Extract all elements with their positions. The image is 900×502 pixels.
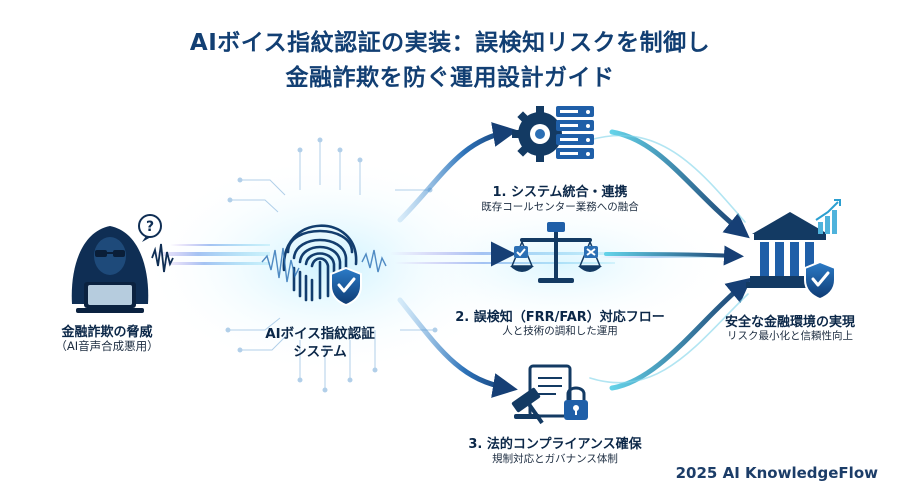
growth-chart-icon [815,199,841,234]
page-title-line1: AIボイス指紋認証の実装：誤検知リスクを制御し [189,30,711,56]
step-2-label: 2. 誤検知（FRR/FAR）対応フロー [455,310,665,325]
threat-label: 金融詐欺の脅威 [61,325,153,340]
hacker-icon: ? [71,214,174,313]
circuit-traces [225,137,438,393]
background-glow [140,155,740,375]
fingerprint-shield-icon [261,224,387,307]
step-3-sublabel: 規制対応とガバナンス体制 [492,453,618,465]
result-sublabel: リスク最小化と信頼性向上 [727,330,853,342]
center-label-line2: システム [293,344,347,360]
step-1-sublabel: 既存コールセンター業務への融合 [481,201,639,213]
step-2-sublabel: 人と技術の調和した運用 [502,325,618,337]
center-label-line1: AIボイス指紋認証 [265,326,375,342]
svg-text:?: ? [146,219,154,235]
step-1-label: 1. システム統合・連携 [492,185,628,200]
page-title-line2: 金融詐欺を防ぐ運用設計ガイド [285,65,615,91]
balance-scale-icon [510,222,602,283]
bank-shield-icon [746,199,841,301]
gavel-lock-icon [511,364,588,425]
credit-text: 2025 AI KnowledgeFlow [675,464,878,482]
sound-wave-icon [151,243,174,273]
step-3-label: 3. 法的コンプライアンス確保 [468,437,642,452]
gear-server-icon [512,106,594,162]
result-label: 安全な金融環境の実現 [724,315,855,330]
question-bubble-icon: ? [138,214,162,242]
threat-sublabel: （AI音声合成悪用） [55,339,159,353]
flow-arrows [397,122,752,398]
